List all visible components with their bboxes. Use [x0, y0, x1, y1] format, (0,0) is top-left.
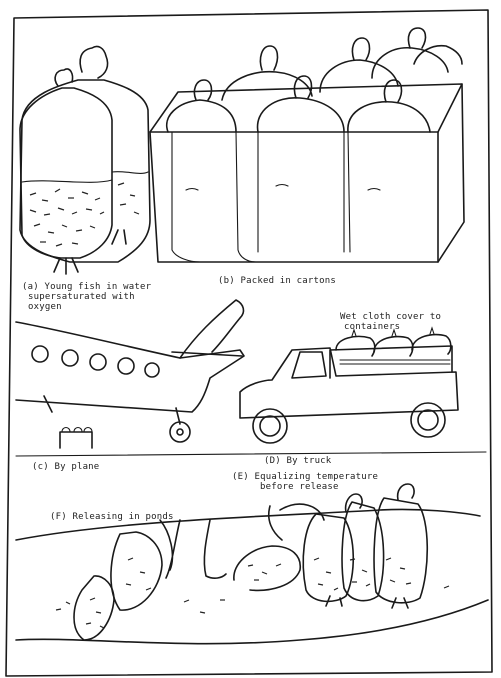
caption-c: (c) By plane — [32, 462, 100, 472]
pond-illustration — [15, 483, 489, 645]
caption-d-note-line1: Wet cloth cover to — [340, 312, 442, 322]
section-divider — [15, 451, 487, 457]
plane-illustration — [15, 299, 245, 449]
truck-illustration — [239, 326, 459, 444]
carton-illustration — [149, 27, 465, 263]
caption-a-line3: oxygen — [28, 302, 62, 312]
caption-b: (b) Packed in cartons — [218, 276, 336, 286]
caption-f: (F) Releasing in ponds — [50, 512, 174, 522]
fish-bags-illustration — [19, 45, 151, 275]
page-frame — [5, 9, 493, 677]
caption-a-line2: supersaturated with — [28, 292, 135, 302]
caption-e-line2: before release — [260, 482, 339, 492]
caption-d: (D) By truck — [264, 456, 332, 466]
caption-a-line1: (a) Young fish in water — [22, 282, 152, 292]
caption-e-line1: (E) Equalizing temperature — [232, 472, 379, 482]
caption-d-note-line2: containers — [344, 322, 401, 332]
